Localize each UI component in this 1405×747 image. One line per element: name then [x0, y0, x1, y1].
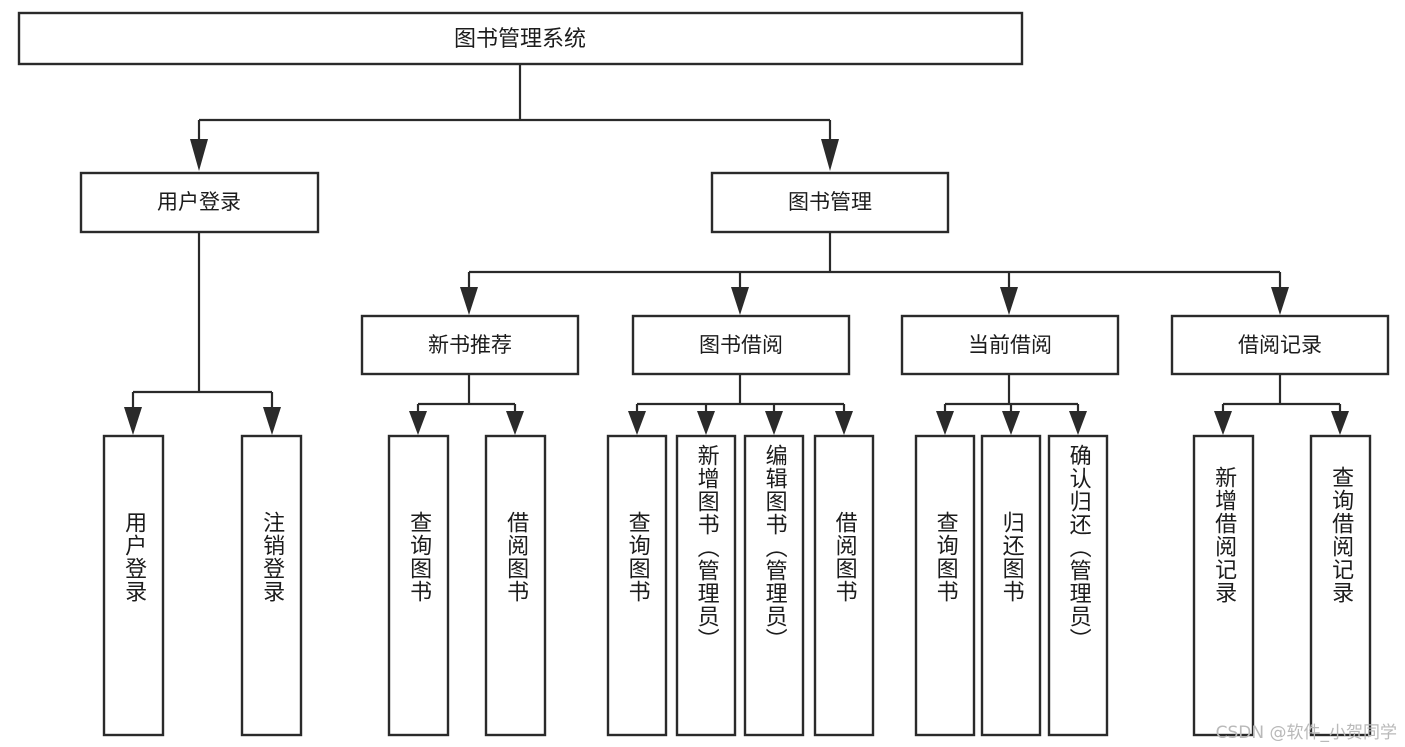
node-leaf-query-book-1-box[interactable] [387, 434, 450, 737]
arrow-head-leaf-confirm-return [1069, 411, 1087, 435]
node-borrow-record-box[interactable] [1170, 314, 1390, 376]
arrow-head-leaf-return-book [1002, 411, 1020, 435]
node-root-label: 图书管理系统 [454, 27, 586, 52]
node-leaf-confirm-return-box[interactable] [1047, 434, 1109, 737]
arrow-head-leaf-query-book-3 [936, 411, 954, 435]
node-leaf-add-record-box[interactable] [1192, 434, 1255, 737]
node-new-book-recommend[interactable]: 新书推荐 [360, 314, 580, 376]
node-borrow-record[interactable]: 借阅记录 [1170, 314, 1390, 376]
arrow-head-user-login [190, 139, 208, 171]
node-user-login[interactable]: 用户登录 [79, 171, 320, 234]
node-user-login-box[interactable] [79, 171, 320, 234]
node-leaf-user-login-box[interactable] [102, 434, 165, 737]
node-current-borrow-box[interactable] [900, 314, 1120, 376]
arrow-head-leaf-edit-book [765, 411, 783, 435]
node-book-borrow-box[interactable] [631, 314, 851, 376]
node-user-login-label: 用户登录 [157, 190, 241, 214]
connector-group-root-to-level2 [190, 64, 839, 171]
arrow-head-leaf-logout [263, 407, 281, 435]
node-book-borrow[interactable]: 图书借阅 [631, 314, 851, 376]
connector-group-borrowrecord-to-leaves [1214, 374, 1349, 435]
node-root[interactable]: 图书管理系统 [17, 11, 1024, 66]
node-leaf-logout-box[interactable] [240, 434, 303, 737]
arrow-head-leaf-user-login [124, 407, 142, 435]
node-leaf-borrow-book-2-box[interactable] [813, 434, 875, 737]
node-leaf-edit-book-box[interactable] [743, 434, 805, 737]
arrow-head-leaf-query-book-2 [628, 411, 646, 435]
node-leaf-add-book-box[interactable] [675, 434, 737, 737]
connector-group-userlogin-to-leaves [124, 232, 281, 435]
node-new-book-recommend-box[interactable] [360, 314, 580, 376]
node-leaf-borrow-book-1-box[interactable] [484, 434, 547, 737]
arrow-head-book-borrow [731, 287, 749, 315]
node-book-management-label: 图书管理 [788, 190, 872, 214]
node-current-borrow-label: 当前借阅 [968, 333, 1052, 357]
node-leaf-query-book-3-box[interactable] [914, 434, 976, 737]
node-book-borrow-label: 图书借阅 [699, 333, 783, 357]
connector-group-newbook-to-leaves [409, 374, 524, 435]
arrow-head-new-book-recommend [460, 287, 478, 315]
arrow-head-leaf-add-book [697, 411, 715, 435]
node-leaf-query-book-2-box[interactable] [606, 434, 668, 737]
arrow-head-leaf-borrow-book-1 [506, 411, 524, 435]
node-borrow-record-label: 借阅记录 [1238, 333, 1322, 357]
node-book-management[interactable]: 图书管理 [710, 171, 950, 234]
connector-group-currentborrow-to-leaves [936, 374, 1087, 435]
node-current-borrow[interactable]: 当前借阅 [900, 314, 1120, 376]
arrow-head-borrow-record [1271, 287, 1289, 315]
node-book-management-box[interactable] [710, 171, 950, 234]
node-leaf-return-book-box[interactable] [980, 434, 1042, 737]
arrow-head-leaf-query-book-1 [409, 411, 427, 435]
connector-group-bookborrow-to-leaves [628, 374, 853, 435]
arrow-head-leaf-borrow-book-2 [835, 411, 853, 435]
node-root-box[interactable] [17, 11, 1024, 66]
node-new-book-recommend-label: 新书推荐 [428, 333, 512, 357]
arrow-head-leaf-add-record [1214, 411, 1232, 435]
arrow-head-book-management [821, 139, 839, 171]
connector-group-bookmgmt-to-level3 [460, 232, 1289, 315]
arrow-head-current-borrow [1000, 287, 1018, 315]
node-leaf-query-record-box[interactable] [1309, 434, 1372, 737]
arrow-head-leaf-query-record [1331, 411, 1349, 435]
